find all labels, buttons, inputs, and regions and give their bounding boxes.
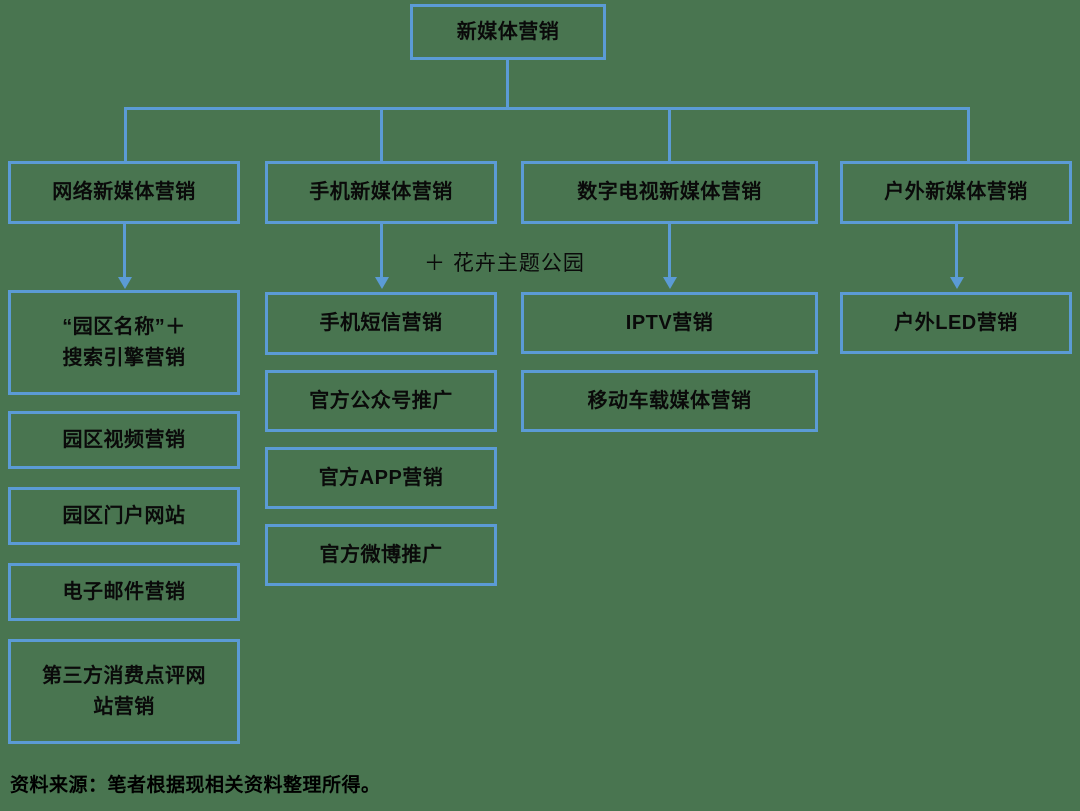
node-branch-4[interactable]: 户外新媒体营销 [840,161,1072,224]
node-branch-2-child-0[interactable]: 手机短信营销 [265,292,497,355]
node-branch-1-child-2[interactable]: 园区门户网站 [8,487,240,545]
connector-root-stem [506,60,509,108]
node-branch-2-child-3-label: 官方微博推广 [319,543,443,566]
node-branch-4-label: 户外新媒体营销 [884,181,1028,203]
source-note: 资料来源：笔者根据现相关资料整理所得。 [10,770,381,797]
node-branch-1-child-3[interactable]: 电子邮件营销 [8,563,240,621]
arrow-branch-2 [380,224,383,278]
node-branch-1[interactable]: 网络新媒体营销 [8,161,240,224]
node-branch-2-child-2-label: 官方APP营销 [318,466,444,489]
node-branch-3[interactable]: 数字电视新媒体营销 [521,161,818,224]
node-branch-4-child-0[interactable]: 户外LED营销 [840,292,1072,354]
arrow-branch-3 [668,224,671,278]
node-branch-1-child-0-label: “园区名称”＋ 搜索引擎营销 [62,315,186,369]
arrow-branch-4 [955,224,958,278]
node-branch-3-child-0-label: IPTV营销 [625,311,714,334]
node-branch-1-label: 网络新媒体营销 [52,181,196,203]
source-note-label: 资料来源：笔者根据现相关资料整理所得。 [10,775,381,796]
node-branch-3-child-1-label: 移动车载媒体营销 [587,389,752,412]
node-branch-3-child-1[interactable]: 移动车载媒体营销 [521,370,818,432]
node-branch-2-child-1-label: 官方公众号推广 [309,389,453,412]
node-branch-1-child-0[interactable]: “园区名称”＋ 搜索引擎营销 [8,290,240,395]
node-branch-1-child-1[interactable]: 园区视频营销 [8,411,240,469]
connector-level1-bus [124,107,970,110]
arrow-branch-1 [123,224,126,278]
node-branch-2-child-2[interactable]: 官方APP营销 [265,447,497,509]
connector-drop-branch-3 [668,107,671,162]
node-branch-4-child-0-label: 户外LED营销 [894,311,1018,334]
node-root-label: 新媒体营销 [456,20,560,43]
connector-drop-branch-4 [967,107,970,162]
node-branch-2-child-0-label: 手机短信营销 [319,312,443,334]
node-branch-2-child-3[interactable]: 官方微博推广 [265,524,497,586]
node-branch-2-child-1[interactable]: 官方公众号推广 [265,370,497,432]
node-branch-3-label: 数字电视新媒体营销 [577,181,762,203]
node-branch-1-child-1-label: 园区视频营销 [62,428,186,451]
connector-drop-branch-1 [124,107,127,162]
node-branch-1-child-4-label: 第三方消费点评网 站营销 [42,664,206,718]
annotation-flower-park: ＋ 花卉主题公园 [424,247,585,277]
node-branch-1-child-3-label: 电子邮件营销 [62,580,186,603]
annotation-flower-park-label: ＋ 花卉主题公园 [424,252,585,275]
node-branch-2[interactable]: 手机新媒体营销 [265,161,497,224]
connector-drop-branch-2 [380,107,383,162]
node-branch-3-child-0[interactable]: IPTV营销 [521,292,818,354]
node-branch-1-child-4[interactable]: 第三方消费点评网 站营销 [8,639,240,744]
node-branch-2-label: 手机新媒体营销 [309,181,453,203]
node-root[interactable]: 新媒体营销 [410,4,606,60]
node-branch-1-child-2-label: 园区门户网站 [62,504,186,527]
